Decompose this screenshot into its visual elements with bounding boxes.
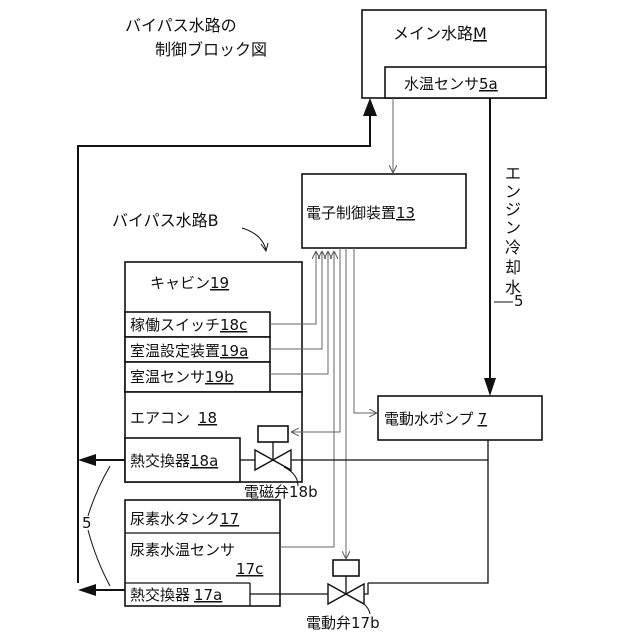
- svg-text:エアコン18: エアコン18: [130, 409, 217, 427]
- svg-text:5: 5: [514, 292, 524, 310]
- svg-text:エ: エ: [505, 164, 521, 183]
- bypass-label: バイパス水路B: [112, 211, 219, 230]
- ecu-block: 電子制御装置13: [302, 174, 466, 248]
- svg-text:ン: ン: [505, 218, 521, 237]
- operation-switch-label: 稼働スイッチ18c: [130, 316, 247, 334]
- svg-text:ジ: ジ: [505, 200, 521, 219]
- svg-text:17c: 17c: [236, 560, 263, 578]
- cabin-block: キャビン19 稼働スイッチ18c 室温設定装置19a 室温センサ19b: [125, 262, 302, 392]
- hex-18a-outflow-arrowhead: [78, 454, 96, 466]
- urea-tank-block: 尿素水タンク17 尿素水温センサ 17c 熱交換器17a: [125, 500, 280, 606]
- pump-to-urea-pipe: [368, 460, 488, 583]
- svg-text:メイン水路M: メイン水路M: [393, 24, 487, 43]
- pump-block: 電動水ポンプ7: [378, 396, 542, 440]
- temp-setting-label: 室温設定装置19a: [130, 342, 248, 360]
- svg-text:電磁弁18b: 電磁弁18b: [244, 483, 318, 501]
- motor-valve: 電動弁17b: [306, 560, 380, 632]
- svg-text:キャビン19: キャビン19: [150, 274, 229, 292]
- hex-17a-outflow-arrowhead: [78, 584, 96, 596]
- svg-text:冷: 冷: [505, 238, 521, 257]
- title-line-1: バイパス水路の: [125, 16, 237, 35]
- room-temp-sensor-label: 室温センサ19b: [130, 368, 234, 386]
- hex-17a-label: 熱交換器17a: [130, 586, 222, 604]
- return-ref-label: 5: [82, 466, 110, 586]
- svg-text:尿素水タンク17: 尿素水タンク17: [130, 510, 239, 528]
- svg-text:却: 却: [505, 258, 521, 277]
- coolant-feed-arrowhead: [484, 378, 496, 396]
- svg-text:電子制御装置13: 電子制御装置13: [306, 204, 415, 222]
- engine-coolant-label: エ ン ジ ン 冷 却 水 5: [494, 164, 524, 310]
- hex-18a-label: 熱交換器18a: [130, 452, 218, 470]
- svg-text:5: 5: [82, 514, 92, 532]
- svg-text:ン: ン: [505, 182, 521, 201]
- title-line-2: 制御ブロック図: [155, 40, 267, 59]
- urea-sensor-label: 尿素水温センサ: [130, 541, 235, 559]
- return-arrowhead: [363, 98, 377, 116]
- water-temp-sensor-label: 水温センサ5a: [404, 75, 498, 93]
- pump-to-aircon-pipe: [290, 440, 488, 460]
- svg-text:電動水ポンプ7: 電動水ポンプ7: [384, 410, 487, 428]
- svg-text:電動弁17b: 電動弁17b: [306, 614, 380, 632]
- main-channel-block: メイン水路M 水温センサ5a: [362, 10, 546, 98]
